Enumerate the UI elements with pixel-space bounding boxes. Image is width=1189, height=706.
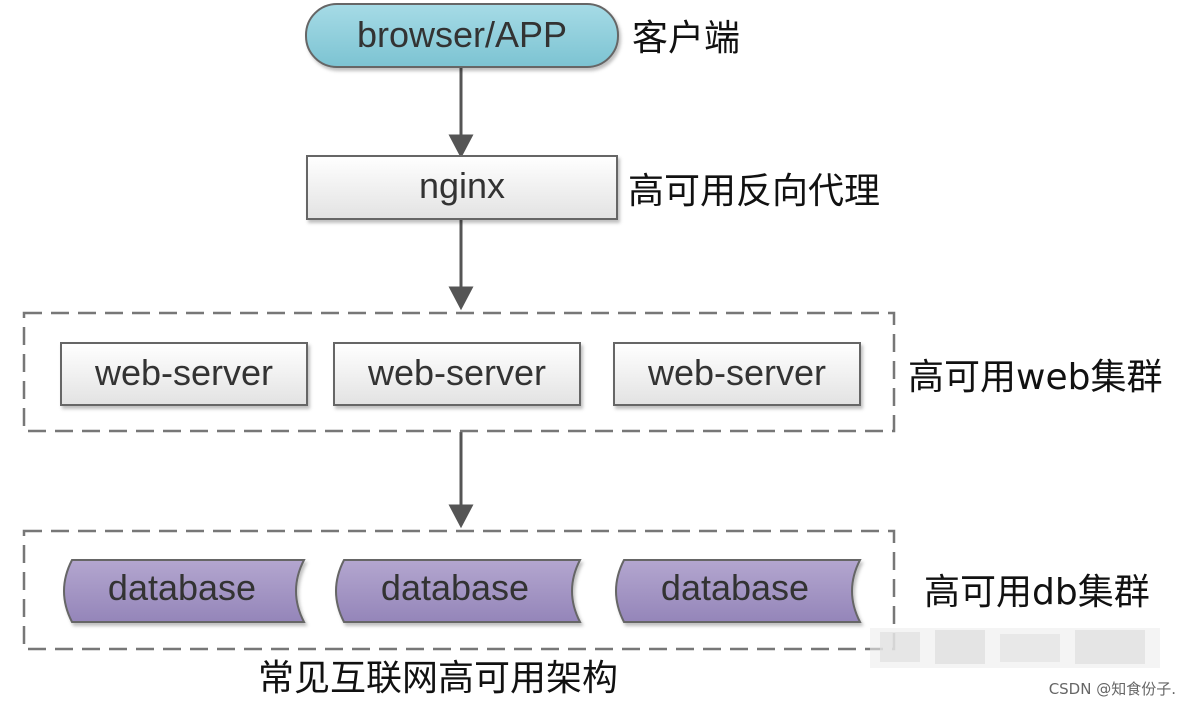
proxy-node: nginx xyxy=(306,155,618,220)
web-server-node: web-server xyxy=(613,342,861,406)
database-label-2: database xyxy=(381,567,529,608)
database-node: database xyxy=(63,559,306,623)
database-label-1: database xyxy=(108,567,256,608)
client-node-label: browser/APP xyxy=(357,14,567,55)
arrow-head-client-to-proxy xyxy=(448,134,474,159)
web-cluster-border xyxy=(22,311,896,433)
web-server-label-3: web-server xyxy=(647,352,826,393)
client-node: browser/APP xyxy=(305,3,619,68)
web-server-node: web-server xyxy=(333,342,581,406)
web-cluster-label: 高可用web集群 xyxy=(908,357,1162,398)
csdn-watermark: CSDN @知食份子. xyxy=(1049,680,1176,698)
web-server-node: web-server xyxy=(60,342,308,406)
database-label-3: database xyxy=(661,567,809,608)
client-label: 客户端 xyxy=(632,18,740,59)
db-cluster-border xyxy=(22,529,896,651)
arrows xyxy=(448,68,474,529)
diagram-caption: 常见互联网高可用架构 xyxy=(258,658,618,699)
database-node: database xyxy=(335,559,582,623)
web-server-label-2: web-server xyxy=(367,352,546,393)
blurred-watermark-area xyxy=(870,628,1160,668)
proxy-label: 高可用反向代理 xyxy=(628,171,880,212)
arrow-head-web-to-db xyxy=(448,504,474,529)
db-cluster-label: 高可用db集群 xyxy=(924,572,1150,613)
arrow-head-proxy-to-web xyxy=(448,286,474,311)
proxy-node-label: nginx xyxy=(419,165,505,206)
database-node: database xyxy=(615,559,862,623)
web-server-label-1: web-server xyxy=(94,352,273,393)
